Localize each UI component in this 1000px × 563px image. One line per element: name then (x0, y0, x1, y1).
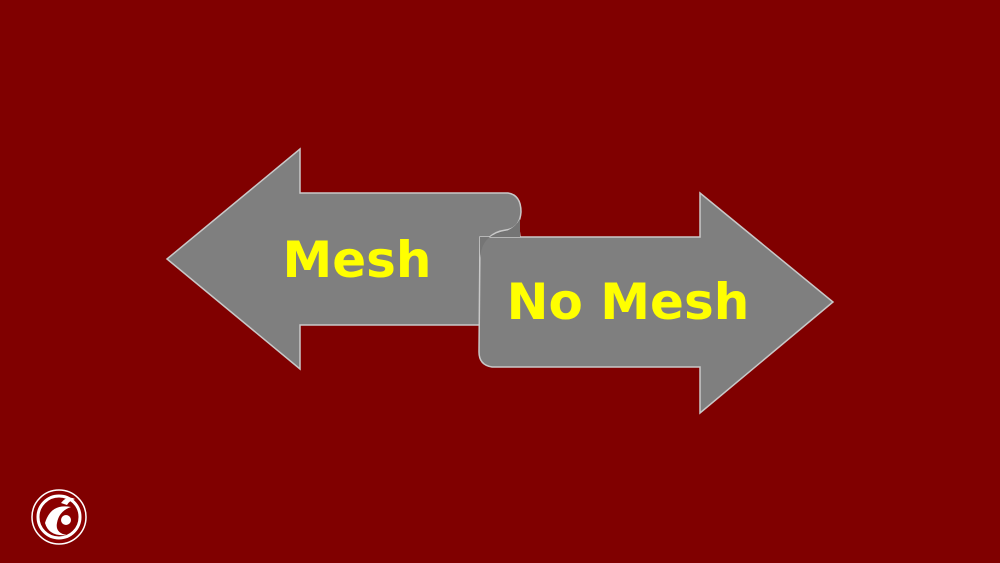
no-mesh-label: No Mesh (507, 273, 750, 331)
logo-icon (31, 489, 87, 545)
mesh-label: Mesh (282, 231, 431, 289)
ribbon-curl (480, 219, 520, 258)
right-arrow (478, 191, 835, 415)
